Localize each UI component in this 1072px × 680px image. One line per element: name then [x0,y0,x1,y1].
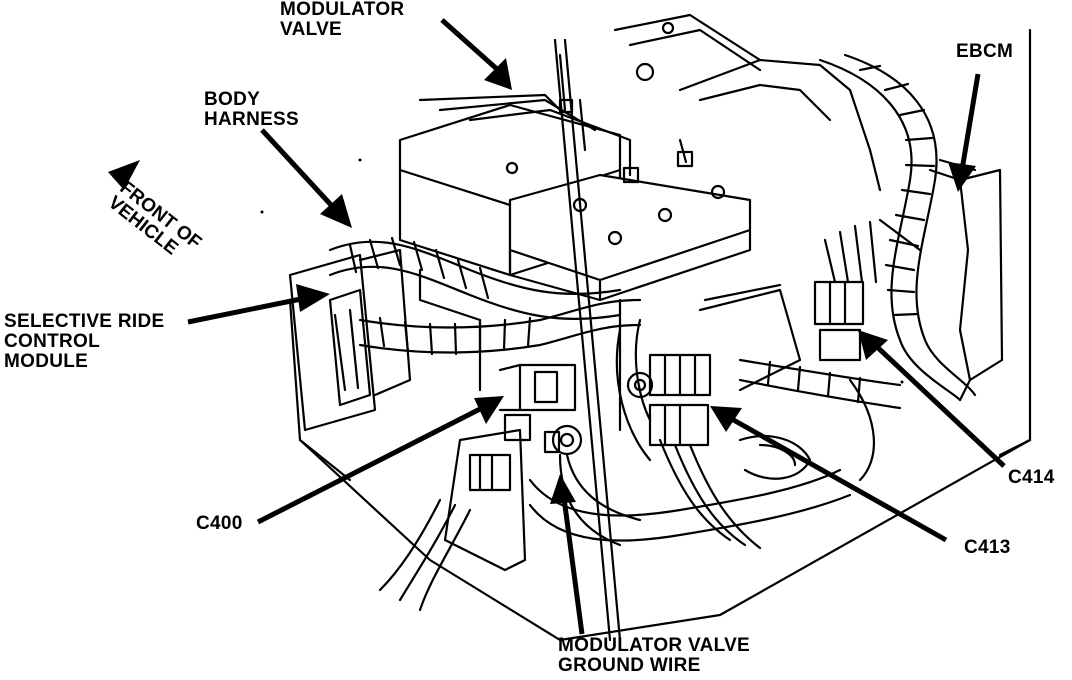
mounting-plate [288,28,1032,642]
label-modulator-valve: MODULATOR VALVE [280,0,404,40]
label-modulator-valve-ground-wire: MODULATOR VALVE GROUND WIRE [558,636,750,676]
label-src-line2: CONTROL [4,331,101,352]
label-body-harness-line2: HARNESS [204,109,300,130]
relay-bracket [613,13,882,192]
ebcm-harness-bundle [738,53,977,410]
arrow-src-module [187,284,330,325]
c414-connector-drawing [813,218,922,362]
arrow-front-of-vehicle [108,160,140,190]
body-harness-bundle [328,236,642,356]
label-ebcm: EBCM [956,41,1014,62]
src-module-body [288,248,412,432]
label-ground-line1: MODULATOR VALVE [558,635,751,656]
arrow-c413 [710,406,948,543]
brake-line [553,38,622,642]
arrow-ground-wire [550,474,585,635]
c413-connector-drawing [615,318,762,550]
arrow-modulator-valve [440,18,512,90]
label-modulator-valve-line1: MODULATOR [280,0,405,20]
arrow-c400 [256,396,504,525]
arrow-ebcm [948,73,981,192]
c400-connector-drawing [378,363,577,612]
modulator-valve-body [398,53,802,432]
label-modulator-valve-line2: VALVE [280,19,343,40]
label-body-harness-line1: BODY [204,89,261,110]
arrow-body-harness [260,128,352,228]
label-c413: C413 [964,537,1011,558]
label-body-harness: BODY HARNESS [204,90,299,130]
label-selective-ride-control-module: SELECTIVE RIDE CONTROL MODULE [4,312,164,372]
label-c400: C400 [196,513,243,534]
label-src-line3: MODULE [4,351,89,372]
label-c414: C414 [1008,467,1055,488]
label-ground-line2: GROUND WIRE [558,655,701,676]
label-src-line1: SELECTIVE RIDE [4,311,165,332]
arrow-c414 [858,330,1006,468]
